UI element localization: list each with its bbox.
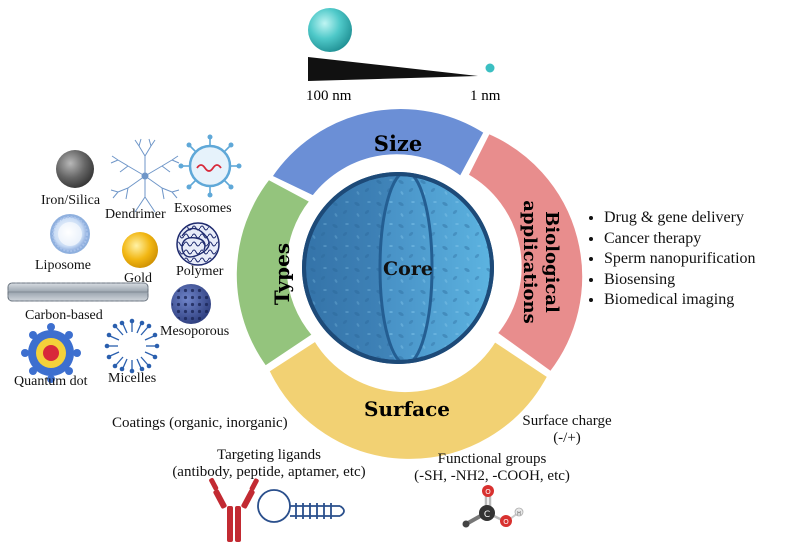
functional-groups-line2: (-SH, -NH2, -COOH, etc)	[414, 468, 570, 484]
type-label-liposome: Liposome	[35, 258, 91, 273]
application-item: Cancer therapy	[604, 229, 756, 250]
scale-small-label: 1 nm	[470, 88, 501, 104]
polymer-icon	[176, 222, 220, 266]
types-segment	[233, 176, 316, 370]
functional-groups-line1: Functional groups	[437, 451, 547, 467]
type-label-micelles: Micelles	[108, 371, 157, 386]
application-item: Sperm nanopurification	[604, 249, 756, 270]
type-label-quantum-dot: Quantum dot	[14, 374, 88, 389]
gold-nanoparticle-icon	[122, 232, 158, 268]
mesoporous-icon	[171, 284, 211, 324]
scale-large-label: 100 nm	[306, 88, 352, 104]
ring	[233, 105, 586, 462]
antibody-icon	[209, 477, 259, 542]
quantum-dot-icon	[21, 323, 81, 383]
surface-charge-line1: Surface charge	[522, 413, 612, 429]
surface-charge-line2: (-/+)	[553, 430, 581, 446]
core-title: Core	[383, 258, 433, 280]
small-particle-icon	[485, 63, 495, 73]
iron-silica-icon	[56, 150, 94, 188]
type-label-mesoporous: Mesoporous	[160, 324, 230, 339]
large-particle-icon	[308, 8, 352, 52]
targeting-ligands-line2: (antibody, peptide, aptamer, etc)	[172, 464, 366, 480]
biological-title-line2: applications	[519, 200, 540, 324]
core-sphere	[302, 172, 494, 364]
targeting-ligands-line1: Targeting ligands	[216, 447, 322, 463]
exosome-icon	[178, 134, 242, 198]
biological-title-line1: Biological	[541, 211, 562, 313]
carbon-nanotube-icon	[7, 282, 149, 302]
size-scale-wedge	[308, 57, 478, 81]
applications-list: Drug & gene delivery Cancer therapy Sper…	[582, 208, 756, 311]
size-title: Size	[374, 131, 422, 156]
liposome-icon	[50, 214, 90, 254]
application-item: Biosensing	[604, 270, 756, 291]
atom-hydrogen-label: H	[517, 511, 521, 517]
size-segment	[268, 105, 488, 199]
surface-title: Surface	[364, 397, 450, 421]
atom-oxygen-label-2: O	[503, 518, 509, 526]
application-item: Drug & gene delivery	[604, 208, 756, 229]
type-label-exosomes: Exosomes	[174, 201, 232, 216]
functional-groups-label: Functional groups (-SH, -NH2, -COOH, etc…	[394, 451, 590, 485]
dendrimer-icon	[110, 138, 180, 213]
surface-segment	[265, 337, 551, 462]
atom-carbon-label: C	[484, 510, 490, 520]
type-label-gold: Gold	[124, 271, 152, 286]
coatings-label: Coatings (organic, inorganic)	[112, 415, 288, 431]
type-label-dendrimer: Dendrimer	[105, 207, 166, 222]
micelle-icon	[104, 318, 160, 374]
atom-oxygen-label-1: O	[485, 488, 491, 496]
type-label-carbon-based: Carbon-based	[25, 308, 103, 323]
application-item: Biomedical imaging	[604, 290, 756, 311]
type-label-iron-silica: Iron/Silica	[41, 193, 101, 208]
biological-applications-segment	[465, 130, 586, 375]
types-title: Types	[270, 243, 294, 305]
surface-charge-label: Surface charge (-/+)	[510, 413, 624, 447]
targeting-ligands-label: Targeting ligands (antibody, peptide, ap…	[150, 447, 388, 481]
type-label-polymer: Polymer	[176, 264, 224, 279]
aptamer-icon	[257, 489, 345, 523]
carboxyl-molecule-icon: C O O H	[462, 485, 524, 528]
